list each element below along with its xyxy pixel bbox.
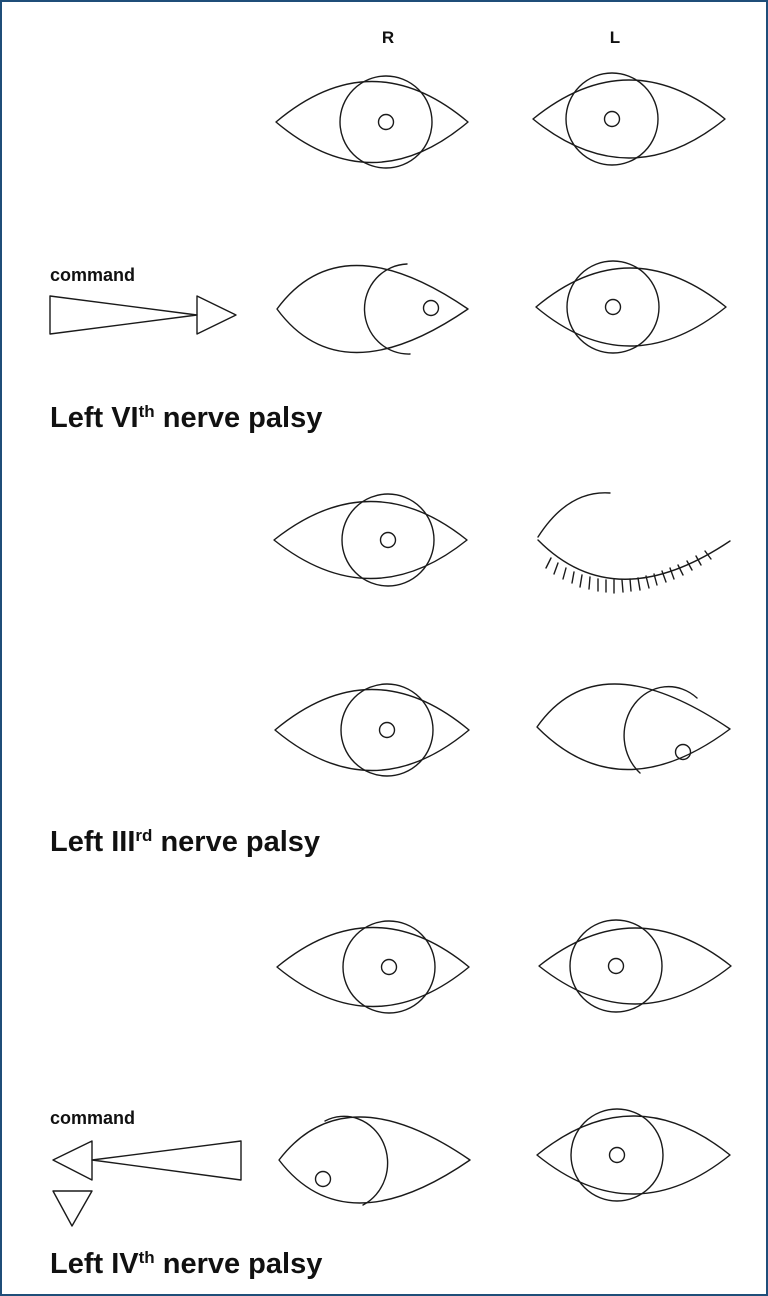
title-left-iii-nerve-palsy: Left IIIrd nerve palsy — [50, 826, 320, 858]
title-rest: nerve palsy — [155, 1248, 323, 1280]
eye-right-primary-3 — [274, 494, 467, 586]
eye-left-down-and-out — [537, 684, 730, 773]
eye-left-closed-ptosis — [538, 493, 730, 593]
eye-left-primary-2 — [536, 261, 726, 353]
eye-left-primary-6 — [537, 1109, 730, 1201]
title-main: Left III — [50, 826, 135, 858]
title-main: Left IV — [50, 1248, 139, 1280]
eye-right-primary-5 — [277, 921, 469, 1013]
command-arrow-right-icon — [50, 296, 236, 334]
title-left-vi-nerve-palsy: Left VIth nerve palsy — [50, 402, 322, 434]
eye-right-looking-left-down — [279, 1116, 470, 1205]
column-label-right: R — [382, 28, 394, 47]
command-arrow-down-icon — [53, 1191, 92, 1226]
command-arrow-left-icon — [53, 1141, 241, 1180]
title-superscript: th — [139, 402, 155, 421]
title-main: Left VI — [50, 402, 139, 434]
command-label-1: command — [50, 265, 135, 285]
column-label-left: L — [610, 28, 620, 47]
command-label-2: command — [50, 1108, 135, 1128]
eye-right-primary-1 — [276, 76, 468, 168]
eye-left-primary-1 — [533, 73, 725, 165]
title-superscript: th — [139, 1248, 155, 1267]
eye-left-primary-5 — [539, 920, 731, 1012]
title-left-iv-nerve-palsy: Left IVth nerve palsy — [50, 1248, 322, 1280]
eye-right-looking-right — [277, 264, 468, 354]
title-superscript: rd — [135, 826, 152, 845]
title-rest: nerve palsy — [152, 826, 320, 858]
eye-right-primary-4 — [275, 684, 469, 776]
title-rest: nerve palsy — [155, 402, 323, 434]
